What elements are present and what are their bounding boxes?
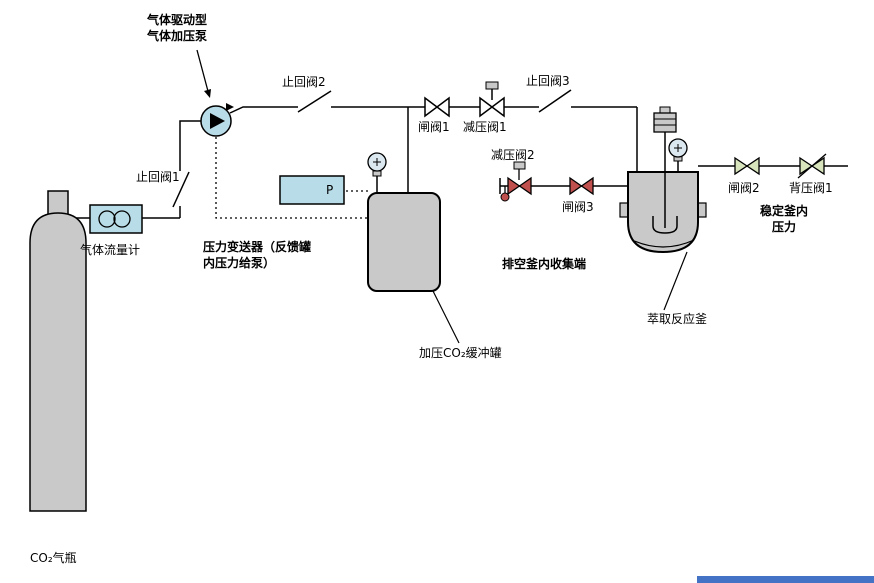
gate-valve-1-label: 闸阀1 bbox=[418, 120, 450, 134]
signal-pump-to-tank bbox=[215, 137, 368, 219]
check-valve-2 bbox=[297, 90, 332, 113]
vessel-body bbox=[627, 171, 699, 254]
stirrer-impeller bbox=[652, 216, 678, 234]
pump-label-arrowhead bbox=[204, 89, 211, 98]
cylinder-body bbox=[29, 212, 87, 512]
stable-pressure-label: 稳定釜内 压力 bbox=[759, 204, 808, 235]
pipe-pump-out bbox=[229, 106, 298, 114]
dotted-signal-lines bbox=[215, 137, 368, 219]
pipes bbox=[66, 106, 848, 219]
gas-booster-pump bbox=[196, 49, 234, 137]
vessel-label-leader bbox=[663, 251, 688, 311]
check-valve-2-label: 止回阀2 bbox=[282, 75, 326, 89]
cylinder-label: CO₂气瓶 bbox=[30, 551, 77, 565]
bottom-accent-strip bbox=[697, 576, 874, 583]
pipe-vertical-upper bbox=[179, 120, 201, 171]
check-valve-1-label: 止回阀1 bbox=[136, 170, 180, 184]
back-pressure-valve-1 bbox=[797, 153, 827, 179]
reducing-valve-1 bbox=[479, 81, 505, 118]
extraction-vessel-label: 萃取反应釜 bbox=[647, 312, 708, 326]
buffer-tank bbox=[367, 192, 460, 344]
vent-collection-label: 排空釜内收集端 bbox=[502, 257, 587, 271]
gate-valve-3-label: 闸阀3 bbox=[562, 200, 594, 214]
back-pressure-valve-1-label: 背压阀1 bbox=[789, 181, 833, 195]
pressure-gauge-buffer-tank bbox=[367, 152, 387, 193]
transmitter-label: 压力变送器（反馈罐 内压力给泵） bbox=[203, 240, 312, 271]
check-valve-1 bbox=[172, 171, 190, 208]
pump-label-leader bbox=[196, 49, 210, 96]
vessel-flange-left bbox=[619, 202, 629, 218]
check-valve-3 bbox=[538, 89, 572, 113]
stirrer-motor-hatch bbox=[654, 118, 676, 126]
pressure-gauge-vessel bbox=[668, 138, 688, 172]
transmitter-tag: P bbox=[326, 183, 334, 197]
reducing-valve-2 bbox=[507, 161, 532, 196]
pump-rotor-triangle bbox=[210, 113, 225, 129]
buffer-tank-label: 加压CO₂缓冲罐 bbox=[419, 346, 502, 360]
co2-cylinder bbox=[29, 190, 87, 512]
stirrer-motor-cap bbox=[659, 106, 671, 114]
stirrer-motor bbox=[653, 112, 677, 133]
gas-flow-meter bbox=[89, 204, 143, 234]
buffer-tank-label-leader bbox=[432, 290, 460, 344]
gate-valve-1 bbox=[424, 96, 450, 118]
vessel-bottom-rim bbox=[631, 239, 695, 248]
gate-valve-3 bbox=[569, 176, 594, 196]
reducing-valve-1-label: 减压阀1 bbox=[463, 120, 507, 134]
gate-valve-2 bbox=[734, 156, 760, 176]
pump-label: 气体驱动型 气体加压泵 bbox=[147, 13, 208, 44]
check-valve-3-label: 止回阀3 bbox=[526, 74, 570, 88]
vent-drain bbox=[500, 186, 510, 202]
vessel-flange-right bbox=[697, 202, 707, 218]
cylinder-neck bbox=[47, 190, 69, 216]
flow-direction-arrow bbox=[226, 103, 234, 111]
extraction-vessel bbox=[619, 106, 707, 311]
reducing-valve-2-label: 减压阀2 bbox=[491, 148, 535, 162]
pressure-transmitter-box bbox=[279, 175, 345, 205]
flow-meter-label: 气体流量计 bbox=[80, 243, 141, 257]
gate-valve-2-label: 闸阀2 bbox=[728, 181, 760, 195]
